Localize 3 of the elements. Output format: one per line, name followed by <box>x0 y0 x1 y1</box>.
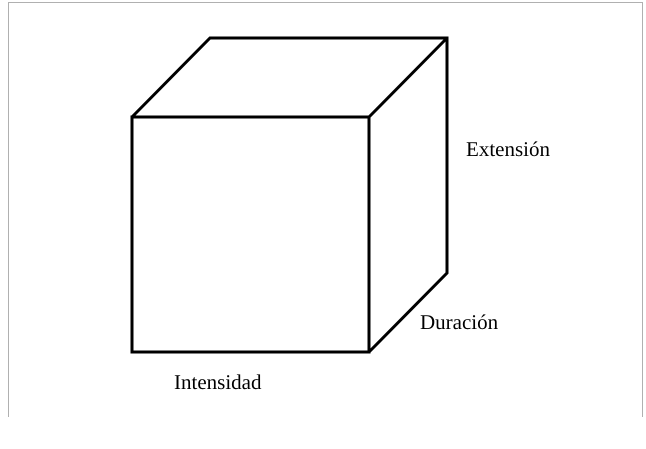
axis-label: Intensidad <box>174 369 262 395</box>
axis-label: Extensión <box>466 136 550 162</box>
axis-label: Duración <box>420 309 498 335</box>
